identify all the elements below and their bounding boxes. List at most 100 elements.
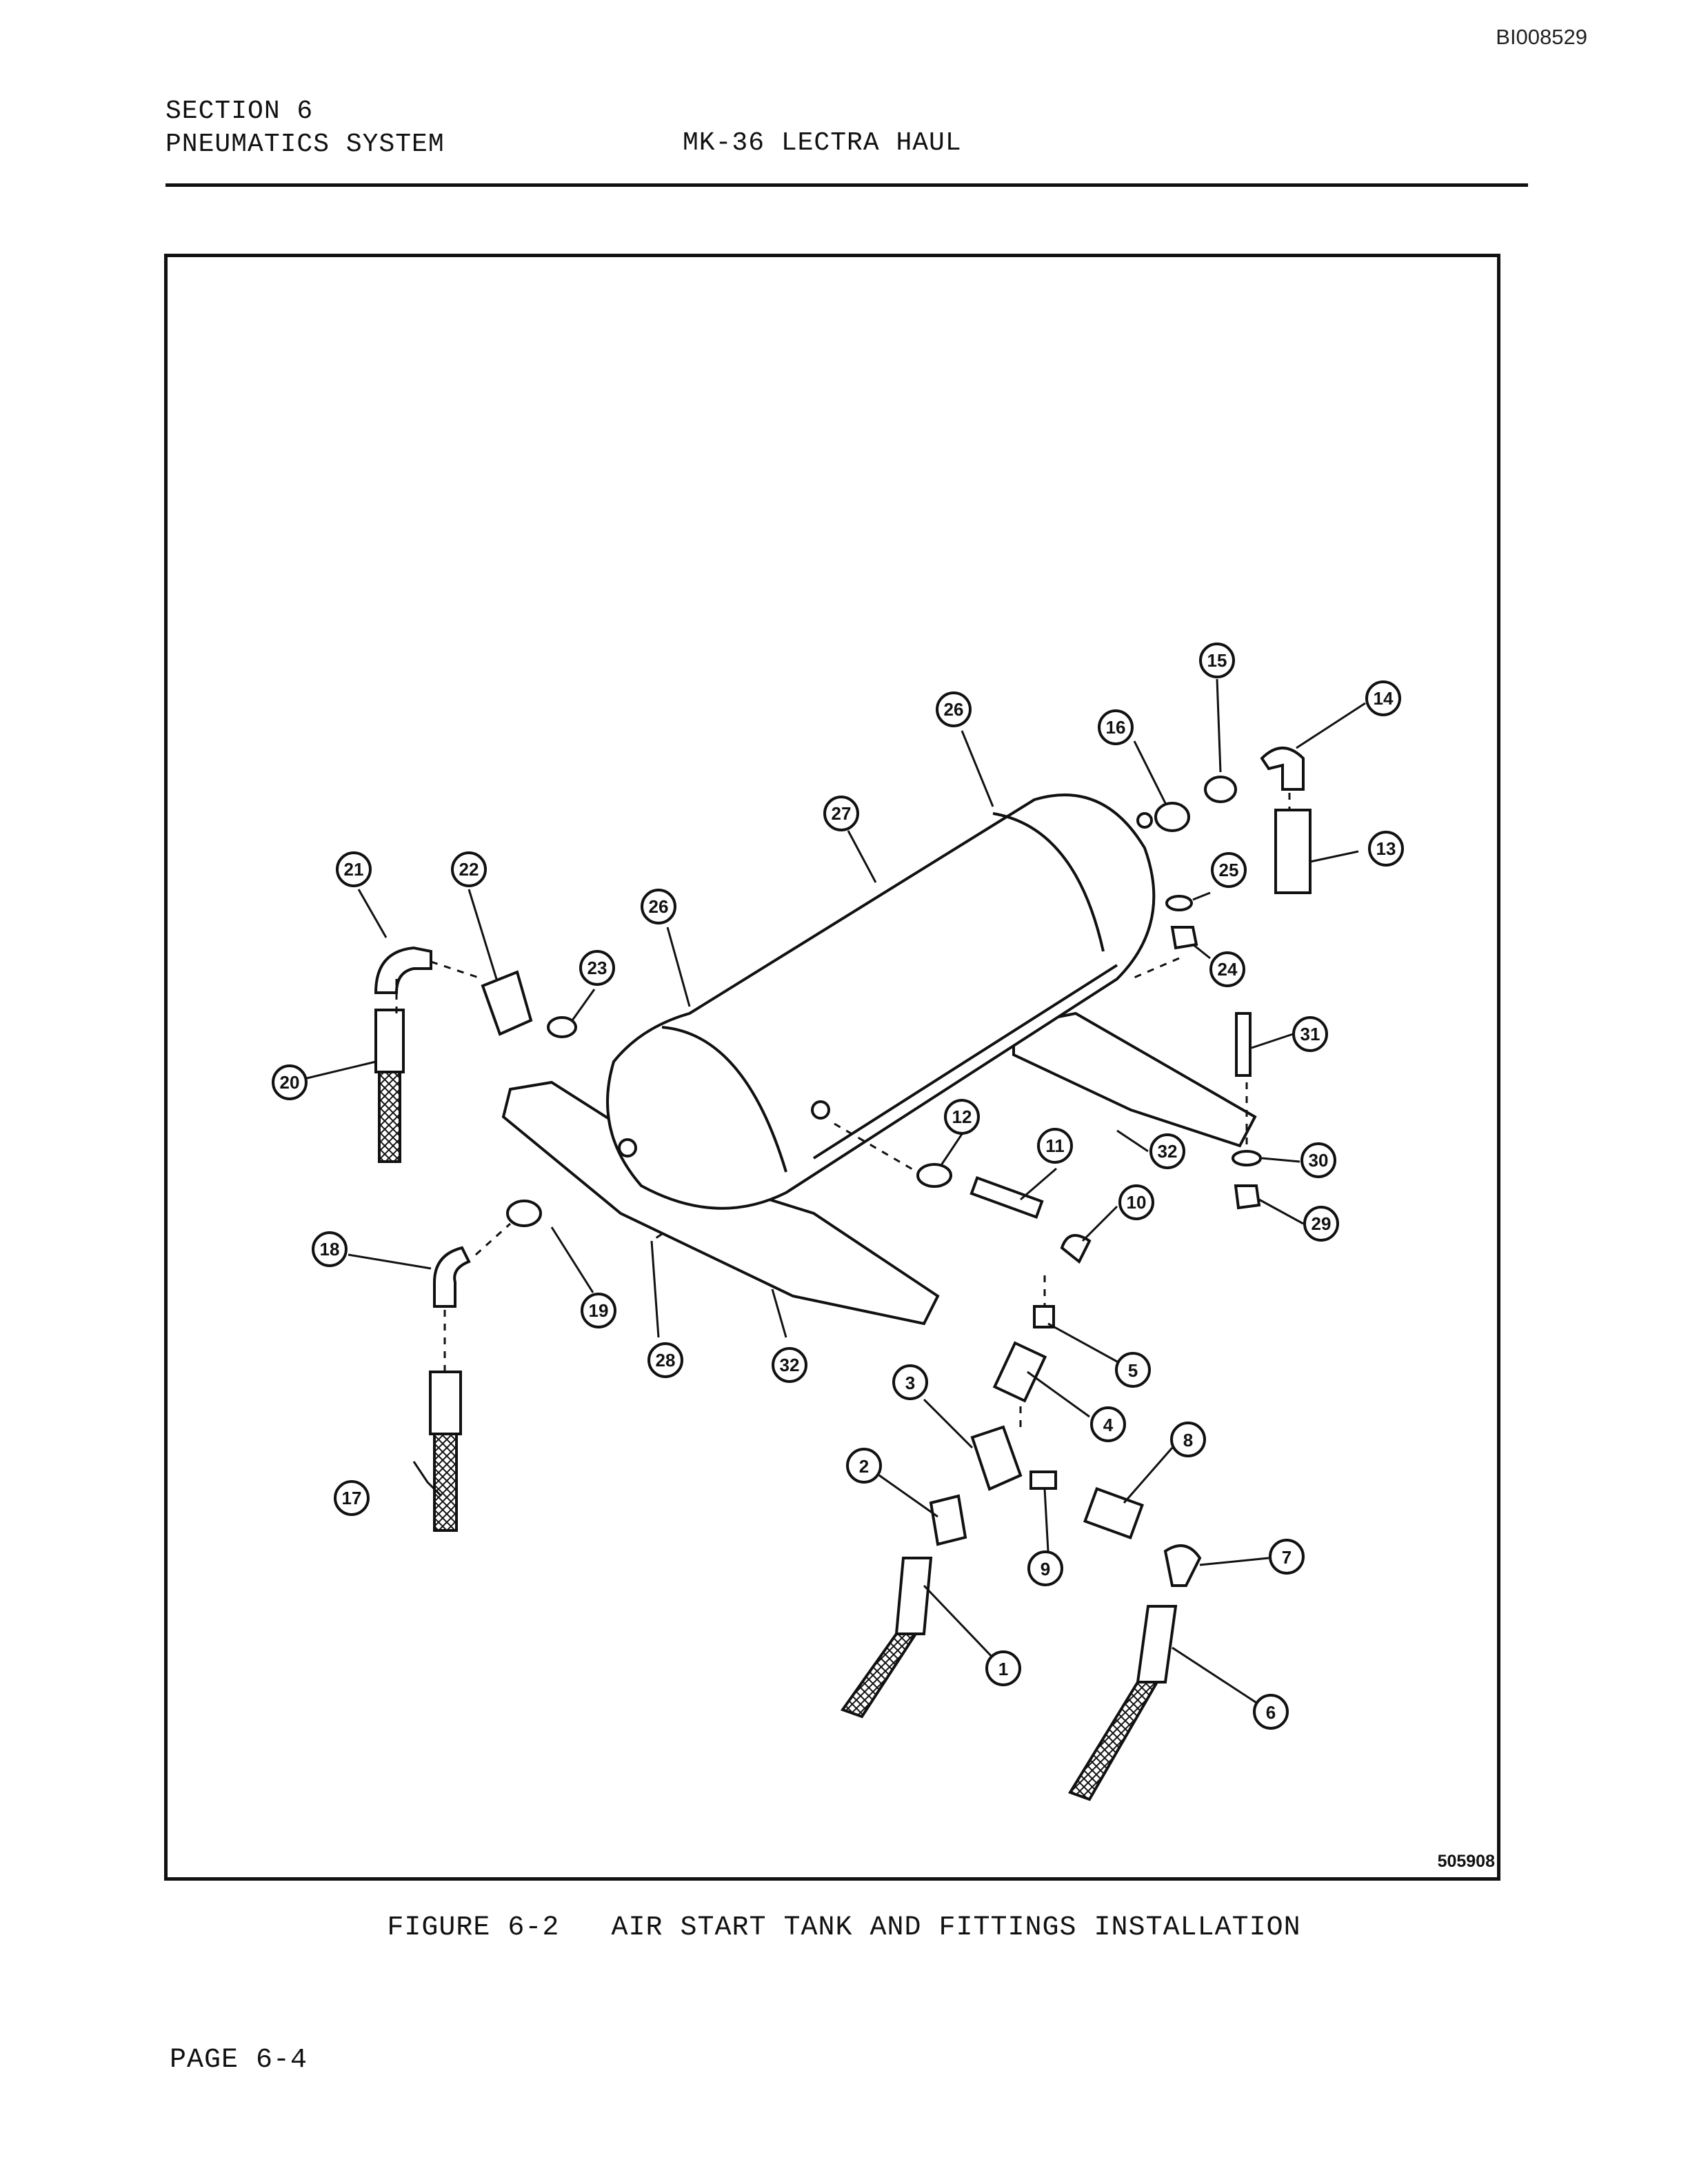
header-rule — [165, 183, 1528, 187]
figure-frame — [164, 254, 1500, 1881]
svg-text:25: 25 — [1219, 860, 1239, 880]
callout-25: 25 — [1211, 852, 1247, 888]
svg-text:18: 18 — [320, 1239, 340, 1260]
svg-text:10: 10 — [1127, 1192, 1147, 1213]
figure-caption: FIGURE 6-2 AIR START TANK AND FITTINGS I… — [387, 1912, 1301, 1943]
tank-port-bottom — [811, 1100, 830, 1120]
fitting-4 — [992, 1341, 1047, 1403]
callout-1: 1 — [985, 1650, 1021, 1686]
callout-13: 13 — [1368, 831, 1404, 867]
fitting-15 — [1204, 776, 1237, 803]
fitting-19 — [506, 1200, 542, 1227]
svg-text:20: 20 — [280, 1072, 300, 1093]
callout-30: 30 — [1300, 1142, 1336, 1178]
elbow-22 — [481, 970, 533, 1036]
fitting-23 — [547, 1016, 577, 1038]
callout-26-rear: 26 — [936, 691, 972, 727]
callout-26-front: 26 — [641, 889, 676, 924]
svg-text:21: 21 — [344, 859, 364, 880]
svg-text:16: 16 — [1106, 717, 1126, 738]
svg-text:4: 4 — [1103, 1415, 1114, 1435]
callout-6: 6 — [1253, 1694, 1289, 1730]
air-tank-body — [606, 793, 1156, 1210]
callout-8: 8 — [1170, 1422, 1206, 1457]
callout-32-rear: 32 — [1149, 1133, 1185, 1169]
callout-16: 16 — [1098, 709, 1134, 745]
valve-13 — [1274, 809, 1312, 894]
callout-11: 11 — [1037, 1128, 1073, 1164]
nut-24 — [1170, 926, 1198, 950]
svg-text:8: 8 — [1183, 1430, 1193, 1450]
svg-text:19: 19 — [589, 1300, 609, 1321]
callout-20: 20 — [272, 1064, 308, 1100]
fitting-8 — [1083, 1486, 1145, 1540]
hose-20 — [374, 1009, 405, 1073]
callout-21: 21 — [336, 851, 372, 887]
callout-7: 7 — [1269, 1539, 1305, 1575]
svg-text:3: 3 — [905, 1373, 915, 1393]
elbow-10 — [1060, 1234, 1092, 1264]
callout-12: 12 — [944, 1099, 980, 1135]
svg-text:14: 14 — [1374, 688, 1394, 709]
nipple-11 — [969, 1176, 1044, 1219]
callout-3: 3 — [892, 1364, 928, 1400]
callout-18: 18 — [312, 1231, 348, 1267]
strap-rear — [992, 812, 1105, 952]
hose-1 — [894, 1557, 933, 1635]
fitting-12 — [916, 1163, 952, 1188]
svg-text:28: 28 — [656, 1350, 676, 1371]
svg-text:27: 27 — [832, 803, 852, 824]
fitting-9 — [1029, 1470, 1057, 1490]
svg-text:17: 17 — [342, 1488, 362, 1508]
bolt-31 — [1235, 1012, 1252, 1077]
callout-22: 22 — [451, 851, 487, 887]
tank-port-rear — [1136, 812, 1153, 829]
callout-24: 24 — [1209, 951, 1245, 987]
elbow-7 — [1163, 1544, 1202, 1587]
callout-17: 17 — [334, 1480, 370, 1516]
svg-text:26: 26 — [944, 699, 964, 720]
svg-text:32: 32 — [780, 1355, 800, 1375]
svg-text:7: 7 — [1282, 1547, 1292, 1568]
svg-text:2: 2 — [859, 1456, 869, 1477]
callout-9: 9 — [1027, 1550, 1063, 1586]
svg-text:30: 30 — [1309, 1150, 1329, 1171]
svg-text:24: 24 — [1218, 959, 1238, 980]
callout-2: 2 — [846, 1448, 882, 1484]
callout-31: 31 — [1292, 1016, 1328, 1052]
hose-6 — [1136, 1605, 1178, 1684]
svg-text:5: 5 — [1128, 1360, 1138, 1381]
svg-text:31: 31 — [1300, 1024, 1320, 1044]
washer-25 — [1165, 895, 1193, 911]
fitting-16 — [1154, 802, 1190, 832]
callout-4: 4 — [1090, 1406, 1126, 1442]
nut-29 — [1234, 1184, 1261, 1210]
fitting-2 — [929, 1494, 967, 1546]
svg-text:32: 32 — [1158, 1141, 1178, 1162]
svg-text:11: 11 — [1045, 1135, 1065, 1156]
elbow-21 — [374, 946, 432, 994]
svg-text:23: 23 — [587, 958, 607, 978]
svg-text:15: 15 — [1207, 650, 1227, 671]
svg-text:6: 6 — [1266, 1702, 1276, 1723]
rear-saddle — [1012, 1011, 1257, 1148]
callout-15: 15 — [1199, 643, 1235, 678]
callout-32-front: 32 — [772, 1347, 807, 1383]
callout-28: 28 — [647, 1342, 683, 1378]
callout-23: 23 — [579, 950, 615, 986]
callout-27: 27 — [823, 796, 859, 831]
svg-text:12: 12 — [952, 1106, 972, 1127]
strap-front — [661, 1026, 787, 1173]
svg-text:9: 9 — [1041, 1559, 1050, 1579]
svg-text:26: 26 — [649, 896, 669, 917]
system-label: PNEUMATICS SYSTEM — [165, 130, 445, 159]
washer-30 — [1232, 1150, 1262, 1166]
callout-14: 14 — [1365, 680, 1401, 716]
page-number: PAGE 6-4 — [170, 2045, 308, 2076]
svg-text:1: 1 — [998, 1659, 1008, 1679]
hose-17 — [429, 1371, 462, 1435]
callout-10: 10 — [1118, 1184, 1154, 1220]
model-label: MK-36 LECTRA HAUL — [683, 128, 962, 158]
svg-text:22: 22 — [459, 859, 479, 880]
